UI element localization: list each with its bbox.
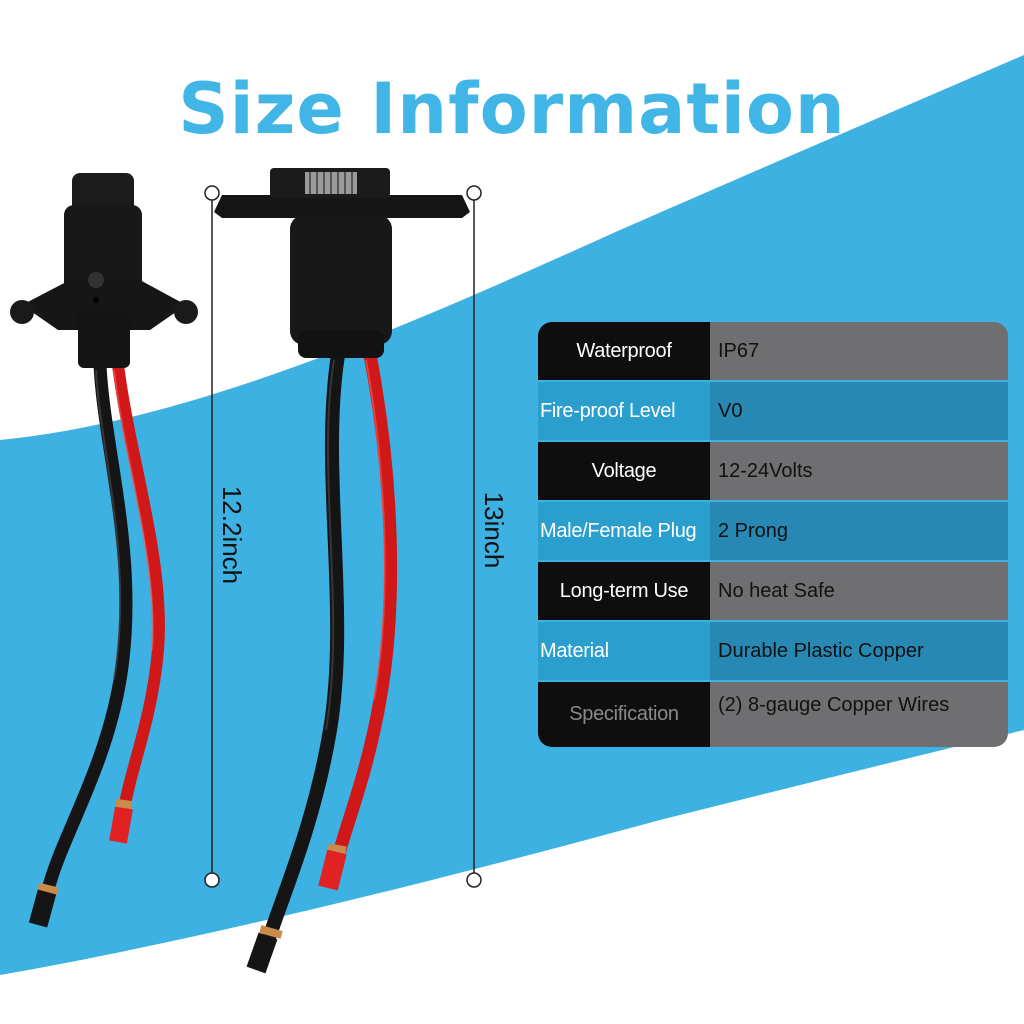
right-socket-flange [214,195,470,218]
spec-value: Durable Plastic Copper [710,622,1008,680]
spec-value: 12-24Volts [710,442,1008,500]
right-red-wire-tip [318,849,347,891]
spec-row-specification: Specification (2) 8-gauge Copper Wires [538,682,1008,747]
left-plug-flange [22,280,186,330]
right-dimension-line [466,185,482,888]
spec-label: Long-term Use [538,562,710,620]
spec-value: (2) 8-gauge Copper Wires [710,682,1008,747]
right-black-wire-tip [246,932,278,974]
spec-row-long-term-use: Long-term Use No heat Safe [538,562,1008,620]
left-plug-top [72,173,134,213]
spec-value: IP67 [710,322,1008,380]
spec-value: 2 Prong [710,502,1008,560]
spec-value: V0 [710,382,1008,440]
spec-label: Waterproof [538,322,710,380]
spec-label: Male/Female Plug [538,502,710,560]
spec-label: Material [538,622,710,680]
spec-row-fire-proof: Fire-proof Level V0 [538,382,1008,440]
spec-row-material: Material Durable Plastic Copper [538,622,1008,680]
left-black-wire-tip [28,889,57,928]
left-dimension-line [204,185,220,888]
spec-label: Voltage [538,442,710,500]
right-red-wire [333,348,398,857]
spec-label: Specification [538,682,710,747]
spec-table: Waterproof IP67 Fire-proof Level V0 Volt… [538,322,1008,747]
left-plug-cable [10,173,198,928]
spec-row-waterproof: Waterproof IP67 [538,322,1008,380]
spec-label: Fire-proof Level [538,382,710,440]
right-black-wire [263,348,345,942]
page-title: Size Information [178,68,846,150]
right-socket-cable [214,168,470,974]
socket-length-label: 13inch [479,491,509,569]
left-red-wire [112,359,165,816]
spec-row-voltage: Voltage 12-24Volts [538,442,1008,500]
spec-value: No heat Safe [710,562,1008,620]
left-red-wire-tip [109,806,133,844]
spec-row-plug: Male/Female Plug 2 Prong [538,502,1008,560]
left-black-wire [41,358,133,897]
plug-length-label: 12.2inch [217,485,247,585]
